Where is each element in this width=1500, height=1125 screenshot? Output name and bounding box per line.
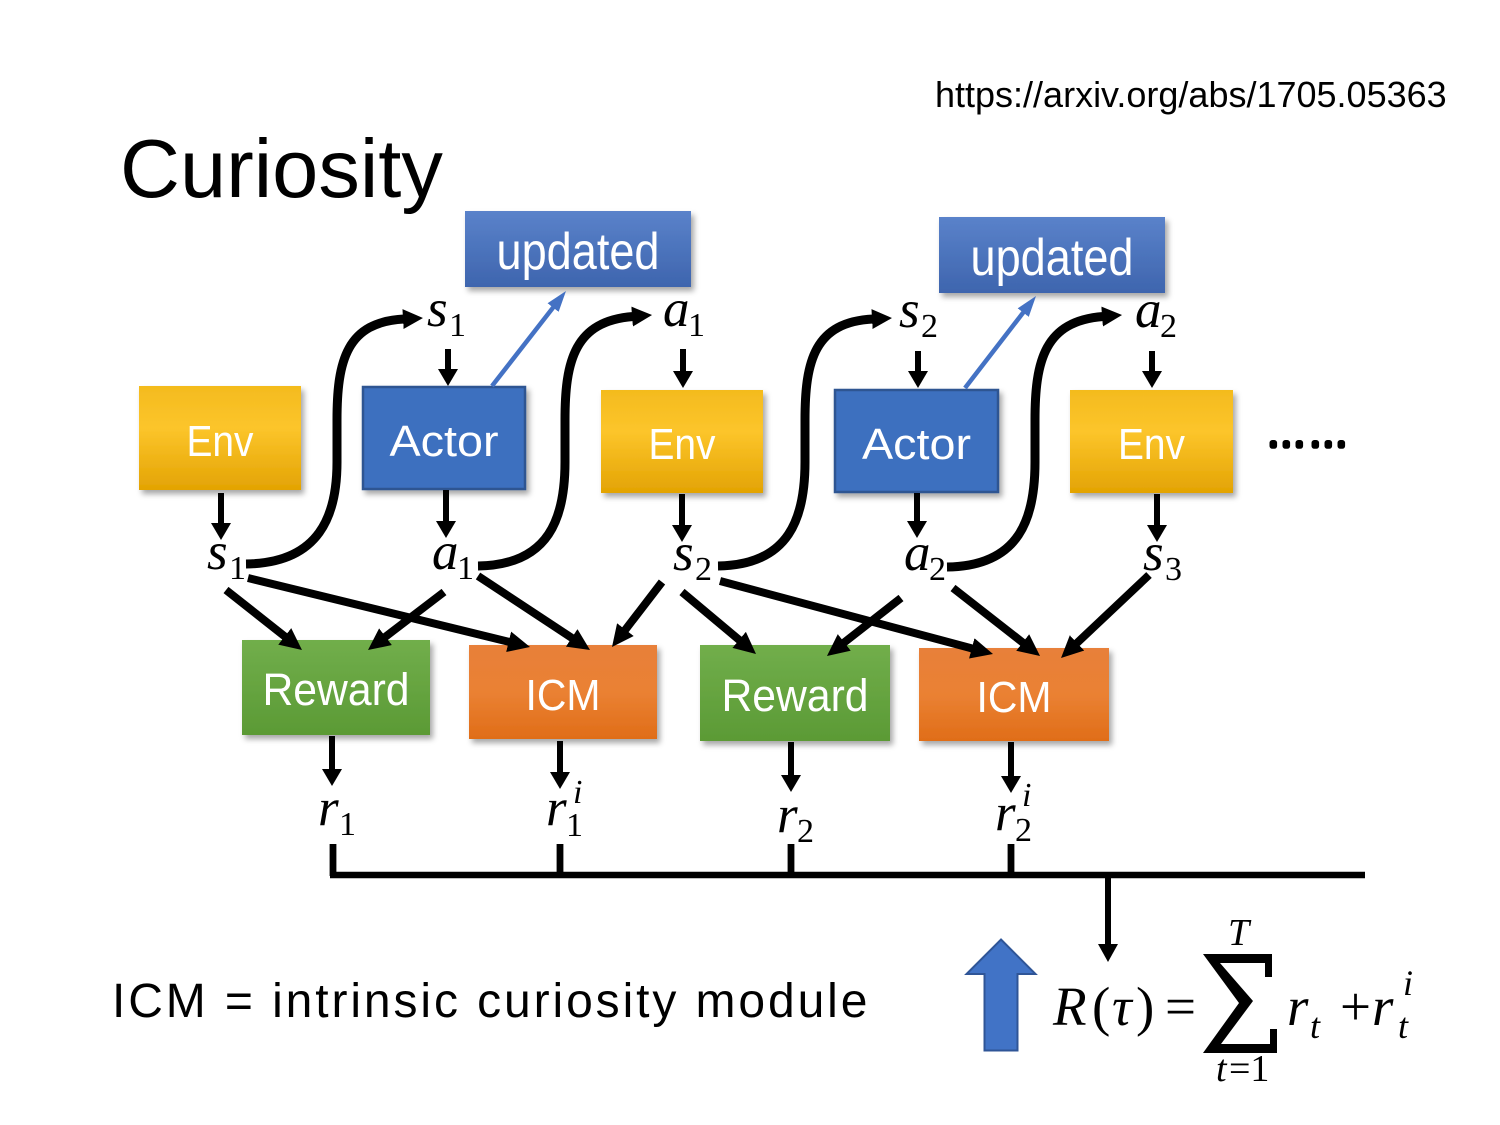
svg-text:2: 2 bbox=[695, 551, 712, 588]
svg-text:t: t bbox=[1310, 1006, 1321, 1046]
svg-text:r: r bbox=[1372, 976, 1394, 1037]
svg-text:s: s bbox=[1143, 524, 1164, 582]
svg-text:s: s bbox=[427, 280, 448, 338]
svg-text:Env: Env bbox=[187, 417, 254, 466]
svg-text:1: 1 bbox=[449, 307, 466, 344]
svg-text:Reward: Reward bbox=[722, 670, 869, 721]
svg-text:3: 3 bbox=[1165, 551, 1182, 588]
svg-text:t: t bbox=[1216, 1048, 1228, 1090]
svg-text:1: 1 bbox=[229, 550, 246, 587]
svg-text:s: s bbox=[207, 523, 228, 581]
svg-text:τ: τ bbox=[1112, 976, 1134, 1037]
svg-text:ICM: ICM bbox=[977, 673, 1052, 722]
svg-text:a: a bbox=[904, 524, 931, 582]
svg-text:T: T bbox=[1228, 912, 1252, 954]
svg-text:https://arxiv.org/abs/1705.053: https://arxiv.org/abs/1705.05363 bbox=[935, 74, 1447, 115]
svg-text:2: 2 bbox=[1160, 308, 1177, 345]
svg-text:): ) bbox=[1136, 976, 1154, 1037]
svg-text:+: + bbox=[1340, 976, 1371, 1037]
svg-text:r: r bbox=[1287, 976, 1309, 1037]
svg-text:2: 2 bbox=[929, 551, 946, 588]
svg-text:1: 1 bbox=[457, 550, 474, 587]
svg-text:2: 2 bbox=[797, 813, 814, 850]
svg-text:Actor: Actor bbox=[390, 417, 499, 466]
svg-text:i: i bbox=[573, 774, 582, 811]
svg-text:=: = bbox=[1165, 976, 1196, 1037]
svg-text:1: 1 bbox=[566, 807, 583, 844]
svg-text:a: a bbox=[432, 523, 459, 581]
svg-text:updated: updated bbox=[971, 229, 1134, 287]
svg-text:r: r bbox=[318, 779, 339, 837]
svg-text:Curiosity: Curiosity bbox=[120, 122, 443, 215]
svg-text:r: r bbox=[546, 779, 567, 837]
svg-text:a: a bbox=[663, 280, 690, 338]
svg-text:ICM: ICM bbox=[526, 671, 601, 720]
svg-text:Env: Env bbox=[1118, 420, 1185, 469]
svg-text:Reward: Reward bbox=[263, 664, 410, 715]
svg-text:ICM = intrinsic curiosity modu: ICM = intrinsic curiosity module bbox=[112, 975, 870, 1028]
svg-text:updated: updated bbox=[497, 223, 660, 281]
svg-text:t: t bbox=[1398, 1006, 1409, 1046]
svg-text:=1: =1 bbox=[1229, 1048, 1269, 1090]
svg-text:Env: Env bbox=[649, 420, 716, 469]
svg-text:2: 2 bbox=[1015, 812, 1032, 849]
svg-text:i: i bbox=[1403, 963, 1413, 1003]
svg-text:1: 1 bbox=[688, 307, 705, 344]
svg-text:r: r bbox=[777, 786, 798, 844]
svg-text:i: i bbox=[1022, 777, 1031, 814]
svg-text:s: s bbox=[899, 281, 920, 339]
svg-text:1: 1 bbox=[339, 806, 356, 843]
svg-text:r: r bbox=[995, 784, 1016, 842]
svg-text:a: a bbox=[1135, 281, 1162, 339]
svg-text:Actor: Actor bbox=[862, 420, 971, 469]
svg-text:s: s bbox=[673, 524, 694, 582]
svg-text:2: 2 bbox=[921, 308, 938, 345]
svg-text:R: R bbox=[1052, 976, 1087, 1037]
svg-text:(: ( bbox=[1092, 976, 1110, 1037]
